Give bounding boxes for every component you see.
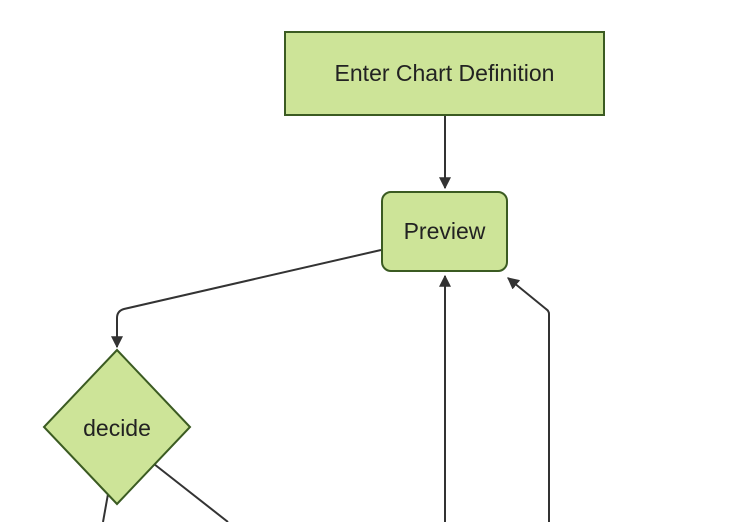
node-decide-label: decide [83,414,151,441]
edge-decide-to-offscreen-bottom-right [153,463,229,522]
node-decide: decide [47,414,187,442]
edge-preview-to-decide [111,249,382,349]
node-preview-label: Preview [403,217,486,244]
edge-offscreen-bottom-right-to-preview [507,277,550,522]
node-preview: Preview [381,191,508,272]
node-decide-shape [42,348,192,506]
node-enter-chart-definition: Enter Chart Definition [284,31,605,116]
edge-decide-to-offscreen-bottom-left [102,493,109,522]
node-enter-chart-definition-label: Enter Chart Definition [334,59,555,86]
